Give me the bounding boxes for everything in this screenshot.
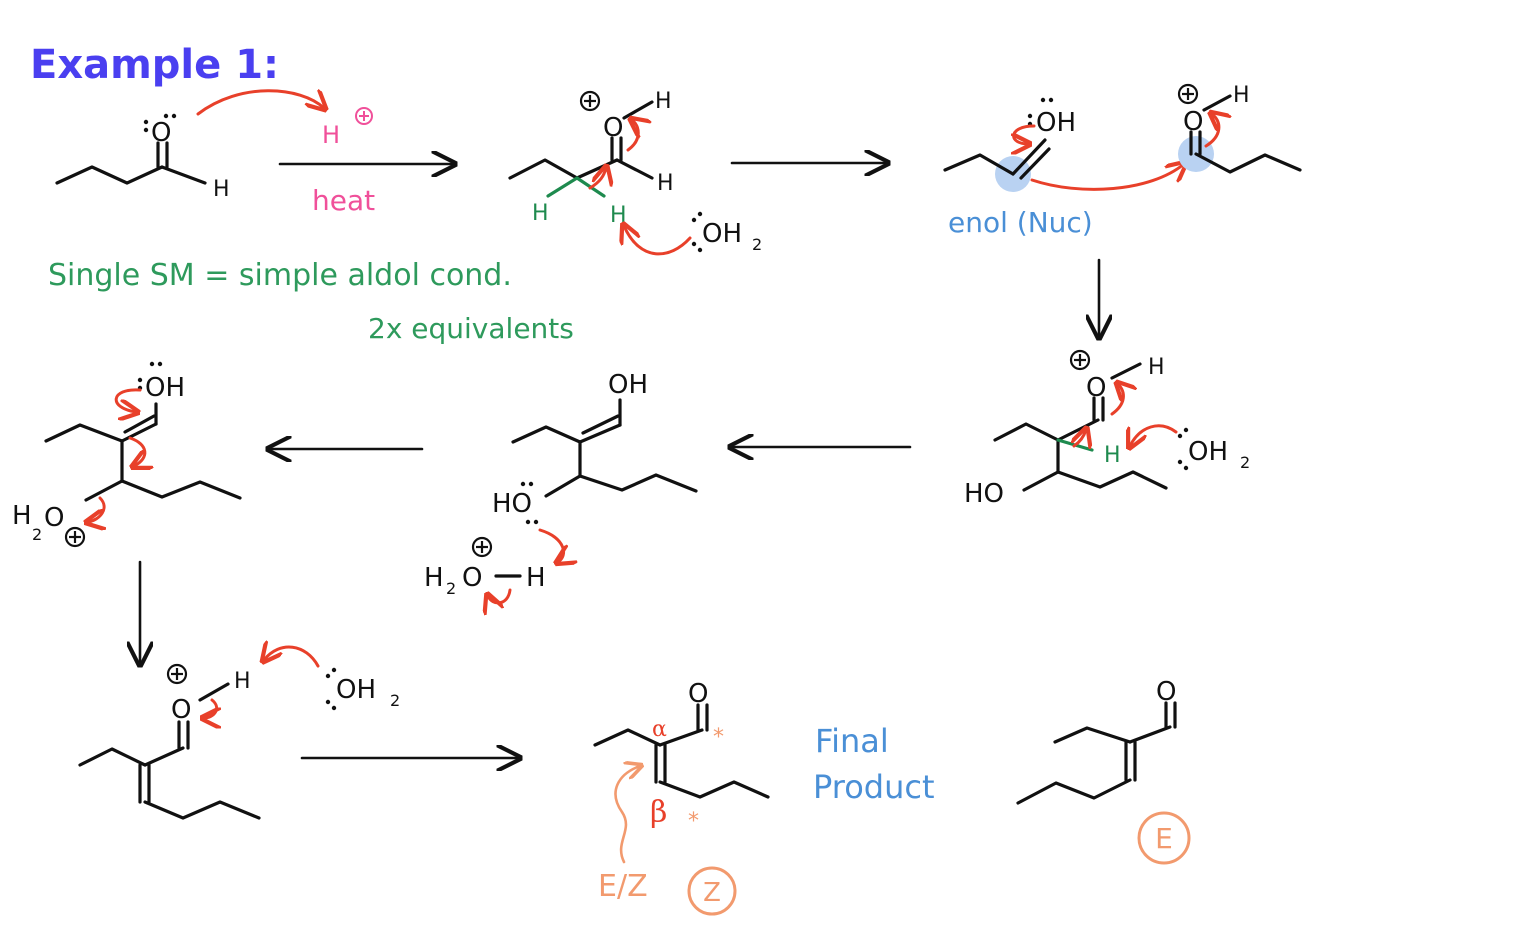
- svg-text:2: 2: [390, 691, 400, 710]
- svg-text:H: H: [526, 563, 546, 593]
- svg-text:O: O: [1183, 107, 1203, 137]
- aldol-adduct-protonated: O H HO H: [964, 349, 1168, 509]
- beta-label: β: [650, 795, 667, 830]
- note-line-1: Single SM = simple aldol cond.: [48, 258, 512, 293]
- svg-text:H: H: [424, 563, 444, 593]
- propanal-structure: O H: [55, 113, 230, 202]
- enol-oxonium: OH H 2 O: [12, 361, 242, 548]
- svg-text:2: 2: [1240, 453, 1250, 472]
- e-badge: E: [1137, 811, 1191, 865]
- svg-text:H: H: [1104, 443, 1121, 468]
- atom-o: O: [603, 113, 623, 143]
- final-label-2: Product: [813, 768, 935, 806]
- svg-text:OH: OH: [702, 219, 742, 249]
- svg-text:2: 2: [446, 579, 456, 598]
- star-marker: *: [713, 725, 724, 750]
- enol-structure: OH: [943, 97, 1076, 192]
- svg-text:HO: HO: [964, 479, 1004, 509]
- atom-h: H: [610, 203, 627, 228]
- aldol-enol: OH HO: [492, 370, 698, 525]
- plus-charge-icon: [1177, 83, 1199, 105]
- svg-text:H: H: [234, 669, 251, 694]
- svg-text:OH: OH: [336, 675, 376, 705]
- note-line-2: 2x equivalents: [368, 312, 574, 345]
- svg-text:OH: OH: [1036, 108, 1076, 138]
- svg-text:H: H: [1148, 355, 1165, 380]
- plus-charge-icon: [355, 107, 373, 125]
- atom-o: O: [151, 118, 171, 148]
- atom-h: H: [213, 177, 230, 202]
- plus-charge-icon: [471, 536, 493, 558]
- atom-h: H: [655, 89, 672, 114]
- svg-text:2: 2: [32, 525, 42, 544]
- svg-text:O: O: [1156, 677, 1176, 707]
- plus-charge-icon: [64, 526, 86, 548]
- plus-charge-icon: [1069, 349, 1091, 371]
- condition-heat: heat: [312, 184, 375, 217]
- svg-text:H: H: [12, 501, 32, 531]
- protonated-enal: O H: [78, 663, 261, 820]
- final-enal-e: O: [1016, 677, 1177, 805]
- alpha-label: α: [652, 717, 667, 742]
- water-2: OH 2: [1177, 427, 1250, 472]
- water-3: OH 2: [325, 667, 400, 711]
- protonated-aldehyde-2: O H: [1177, 83, 1302, 174]
- svg-text:Z: Z: [703, 878, 721, 908]
- protonated-aldehyde: O H H H H: [508, 89, 674, 228]
- svg-text:O: O: [688, 679, 708, 709]
- star-marker: *: [688, 809, 699, 834]
- atom-h: H: [657, 171, 674, 196]
- svg-text:E: E: [1155, 822, 1173, 855]
- svg-text:2: 2: [752, 235, 762, 254]
- enol-label: enol (Nuc): [948, 206, 1093, 239]
- svg-text:O: O: [171, 695, 191, 725]
- svg-text:OH: OH: [145, 373, 185, 403]
- svg-text:O: O: [44, 503, 64, 533]
- svg-text:O: O: [1086, 373, 1106, 403]
- final-enal-z: O: [593, 679, 770, 799]
- ez-label: E/Z: [598, 869, 648, 904]
- hydronium: H 2 O H: [424, 536, 546, 598]
- water-1: OH 2: [691, 211, 762, 254]
- acid-reagent: H: [322, 121, 340, 149]
- example-title: Example 1:: [30, 42, 279, 88]
- svg-text:H: H: [1233, 83, 1250, 108]
- z-badge: Z: [687, 866, 737, 916]
- svg-text:OH: OH: [608, 370, 648, 400]
- svg-text:HO: HO: [492, 489, 532, 519]
- svg-text:O: O: [462, 563, 482, 593]
- atom-h: H: [532, 201, 549, 226]
- plus-charge-icon: [166, 663, 188, 685]
- svg-text:OH: OH: [1188, 437, 1228, 467]
- final-label-1: Final: [815, 722, 889, 760]
- plus-charge-icon: [579, 90, 601, 112]
